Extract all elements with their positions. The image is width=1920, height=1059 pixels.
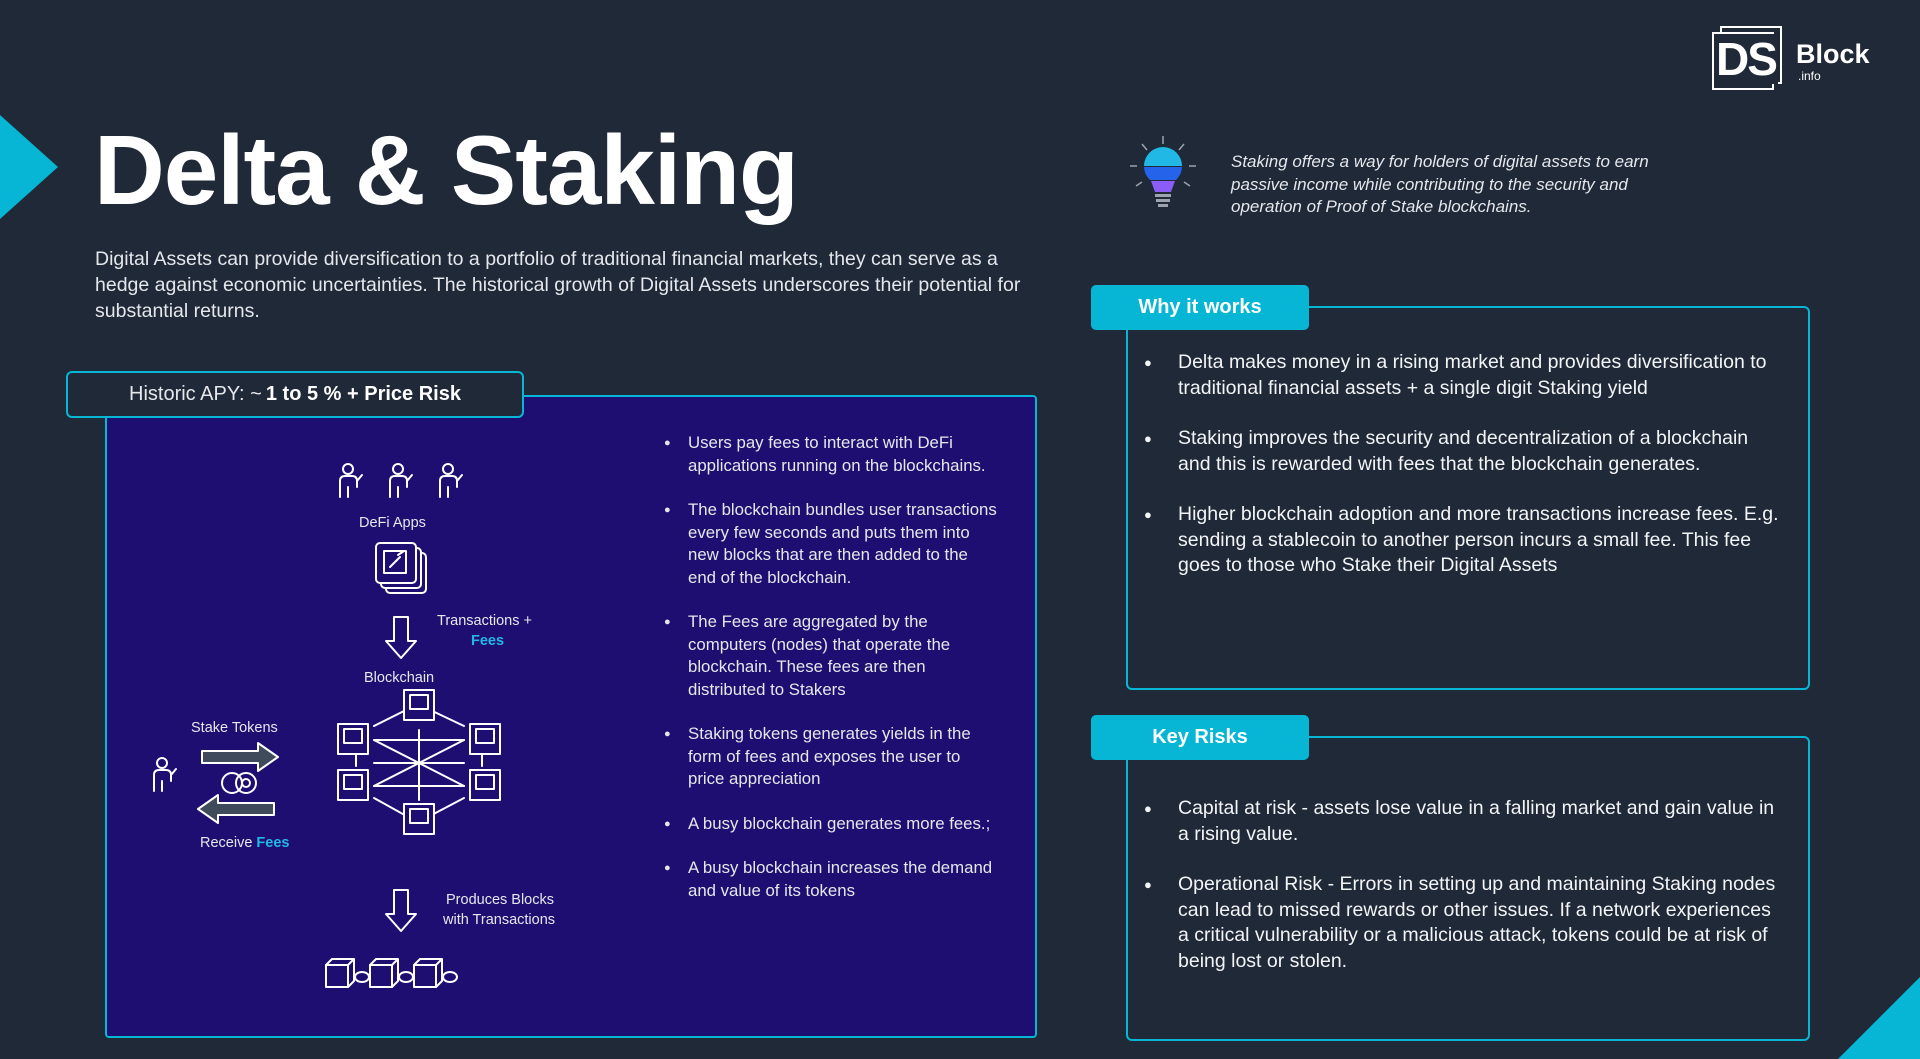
list-item: Staking tokens generates yields in the f… [660,723,1000,791]
list-item: A busy blockchain increases the demand a… [660,857,1000,902]
list-item: Capital at risk - assets lose value in a… [1126,796,1786,847]
logo: DS Block .info [1712,26,1870,92]
historic-apy-tab: Historic APY: ~ 1 to 5 % + Price Risk [66,371,524,418]
tokens-icon [221,772,257,794]
arrow-right-icon [201,742,279,772]
user-icon [439,463,463,498]
decorative-triangle-bottom-right [1838,977,1920,1059]
diagram-graphics [153,463,501,988]
list-item: The Fees are aggregated by the computers… [660,611,1000,701]
list-item: Delta makes money in a rising market and… [1126,350,1786,401]
transactions-label: Transactions + [437,613,532,629]
defi-apps-label: DeFi Apps [359,515,426,531]
user-icon [339,463,363,498]
why-it-works-panel [1126,306,1810,690]
flow-points: Users pay fees to interact with DeFi app… [660,432,1000,924]
apy-prefix: Historic APY: ~ [129,383,262,405]
block-chain-icon [325,958,458,988]
receive-text: Receive [200,835,253,851]
receive-fees-label: Receive Fees [200,835,289,851]
list-item: Operational Risk - Errors in setting up … [1126,872,1786,974]
list-item: Staking improves the security and decent… [1126,426,1786,477]
with-transactions-label: with Transactions [443,912,556,928]
staking-tip: Staking offers a way for holders of digi… [1231,152,1649,216]
staking-diagram: DeFi Apps Transactions + Fees Blockchain… [140,455,580,1005]
defi-apps-icon [375,542,427,594]
key-risks-list: Capital at risk - assets lose value in a… [1126,796,1786,999]
page-title: Delta & Staking [94,115,799,225]
lightbulb-icon [1130,136,1196,207]
logo-suffix: .info [1798,69,1821,83]
receive-fees-accent: Fees [256,835,290,851]
list-item: Higher blockchain adoption and more tran… [1126,502,1786,579]
list-item: Users pay fees to interact with DeFi app… [660,432,1000,477]
staker-user-icon [153,757,177,792]
logo-mark: DS [1714,33,1778,85]
list-item: The blockchain bundles user transactions… [660,499,1000,589]
arrow-left-icon [197,794,275,824]
produces-blocks-label: Produces Blocks [446,892,554,908]
apy-value: 1 to 5 % + Price Risk [265,383,461,405]
user-icon [389,463,413,498]
stake-tokens-label: Stake Tokens [191,720,278,736]
arrow-down-icon [385,889,417,932]
why-it-works-list: Delta makes money in a rising market and… [1126,350,1786,604]
decorative-triangle-left [0,115,58,219]
list-item: A busy blockchain generates more fees.; [660,813,1000,836]
why-it-works-heading: Why it works [1091,285,1309,330]
logo-name: Block [1796,39,1870,69]
key-risks-heading: Key Risks [1091,715,1309,760]
intro-text: Digital Assets can provide diversificati… [95,248,1021,322]
arrow-down-icon [385,616,417,659]
fees-label: Fees [471,633,505,649]
blockchain-network-icon [337,689,501,835]
blockchain-label: Blockchain [364,670,435,686]
